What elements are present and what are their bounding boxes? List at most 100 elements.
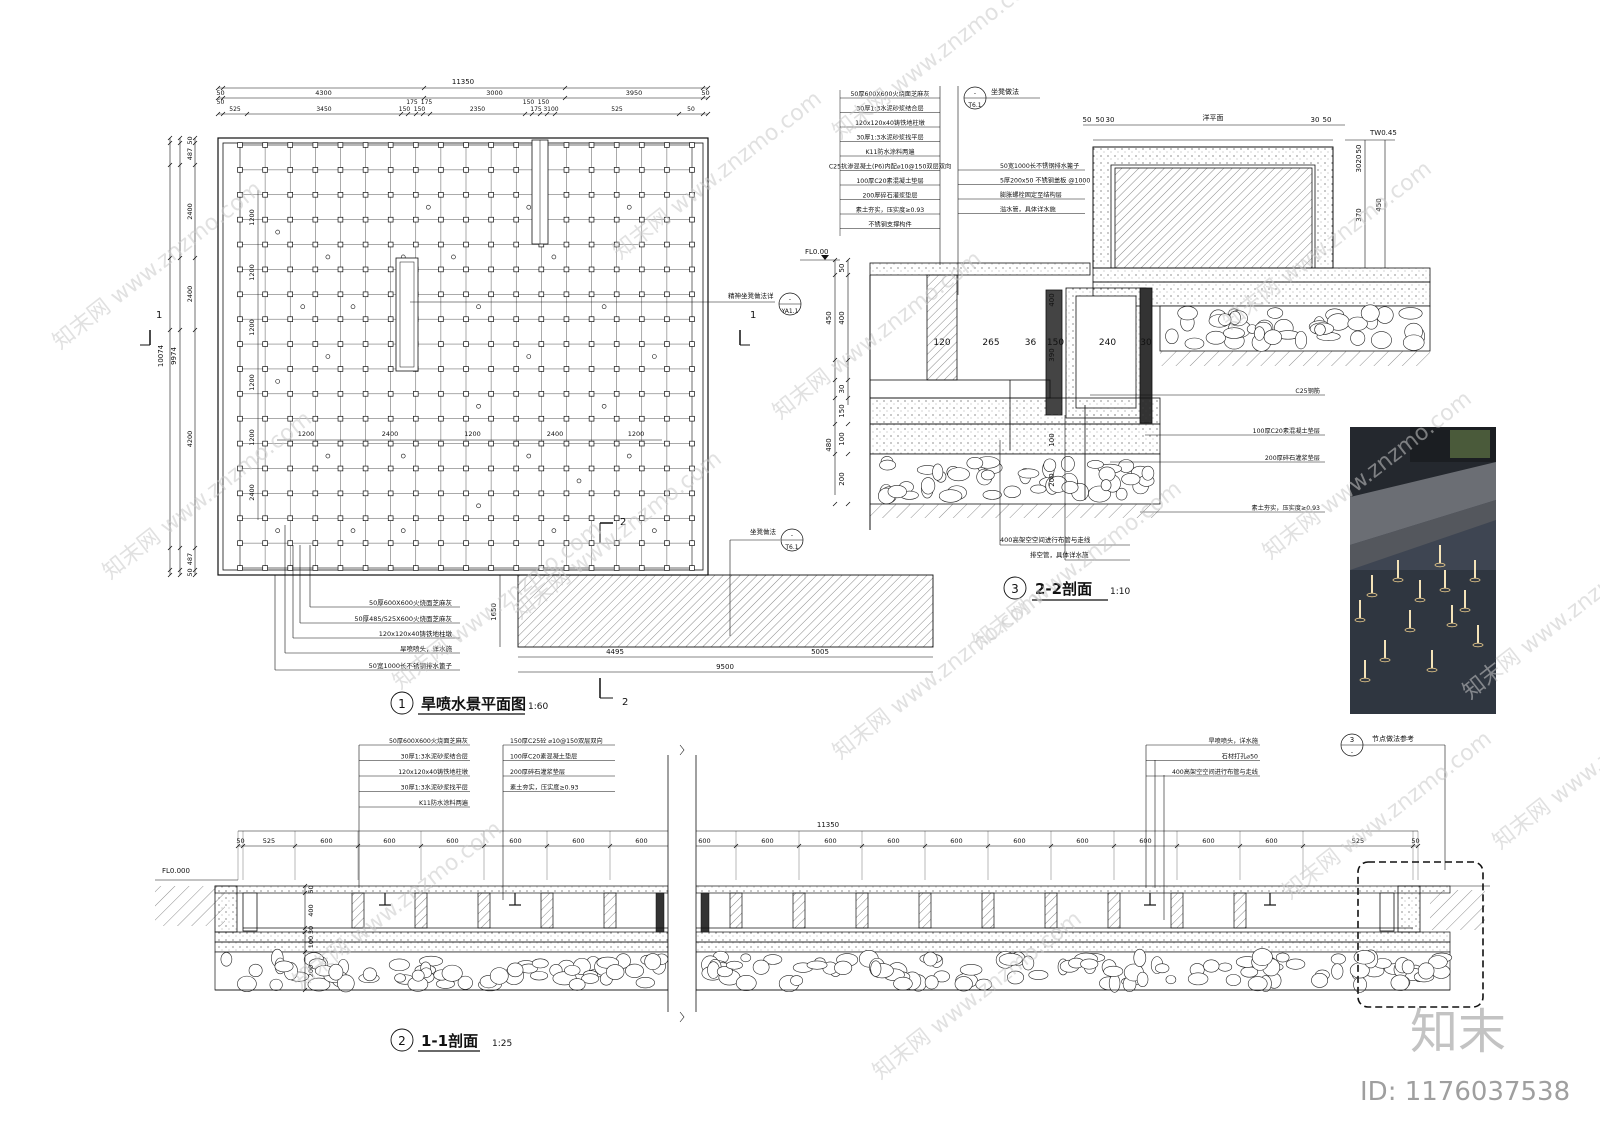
pier-node: [387, 515, 394, 521]
pier-node: [463, 391, 469, 397]
svg-text:-: -: [974, 90, 976, 97]
plan-dim-left: 487: [186, 148, 194, 160]
pier-node: [237, 366, 243, 372]
s22-v-dim: 30: [838, 385, 846, 394]
s11-dim: 600: [761, 837, 773, 845]
pier-node: [237, 515, 243, 521]
pier-node: [463, 266, 469, 273]
jet-nozzle: [652, 528, 657, 533]
pier-node: [463, 540, 469, 546]
pier-node: [337, 316, 344, 322]
s22-dim-top-4: 30: [1311, 116, 1320, 124]
pier-node: [312, 540, 319, 546]
pier-node: [438, 391, 444, 397]
jet-nozzle: [551, 528, 557, 533]
pier-node: [613, 391, 620, 397]
pier-node: [613, 142, 620, 148]
pier-node: [262, 565, 268, 571]
pier-node: [664, 192, 670, 198]
pier-node: [488, 540, 494, 546]
pier-node: [563, 490, 570, 497]
s11-detail-ref-num: 3: [1350, 736, 1354, 744]
pier-node: [438, 415, 444, 422]
pier-node: [613, 241, 620, 248]
pier-node: [563, 291, 570, 298]
pier-node: [362, 515, 369, 521]
pier-node: [488, 440, 494, 447]
pier-node: [387, 440, 394, 447]
pier-node: [639, 465, 645, 472]
pier-node: [413, 440, 419, 447]
s22-title-circle: [1003, 576, 1027, 600]
s11-dim: 600: [1076, 837, 1088, 845]
pier-node: [237, 415, 243, 422]
pier-node: [689, 341, 695, 347]
pier-node: [639, 316, 645, 322]
pier-node: [664, 216, 670, 223]
pier-node: [337, 291, 344, 298]
plan-grid: [239, 144, 693, 569]
plan-legend-1: 50厚600X600火烧面芝麻灰: [369, 598, 453, 607]
bench-dim-1: 4495: [606, 648, 624, 656]
pier-node: [287, 440, 293, 447]
s11-dim: 600: [887, 837, 899, 845]
watermark-tile: 知末网 www.znzmo.com: [1278, 727, 1496, 905]
pier-node: [639, 341, 645, 347]
watermark-id: ID: 1176037538: [1360, 1077, 1570, 1107]
pier-node: [237, 440, 243, 447]
pier-node: [664, 316, 670, 322]
pier-node: [438, 216, 444, 223]
pier-node: [262, 142, 268, 148]
s11-v-dim: 100: [307, 936, 315, 948]
pier-node: [689, 565, 695, 571]
pier-node: [463, 316, 469, 322]
pier-node: [287, 266, 293, 273]
pier-node: [387, 366, 394, 372]
pier-node: [588, 291, 595, 298]
pier-node: [689, 241, 695, 248]
svg-text:-: -: [1351, 749, 1353, 756]
s22-inner-2: 390: [1048, 348, 1056, 361]
pier-node: [287, 490, 293, 497]
pier-node: [513, 465, 519, 472]
s22-top-label: 洋平面: [1203, 113, 1224, 122]
s22-mid-label: 膨胀螺栓固定至结构层: [1000, 191, 1062, 199]
pier-node: [413, 465, 419, 472]
pier-node: [588, 515, 595, 521]
pier: [540, 892, 554, 929]
pier-node: [287, 540, 293, 546]
plan-inner-v-dim: 1200: [248, 374, 256, 391]
pier-node: [538, 366, 545, 372]
pier-node: [563, 167, 570, 173]
pier-node: [639, 490, 645, 497]
s11-v-dim: 200: [307, 965, 315, 977]
pier-node: [362, 266, 369, 273]
pier-node: [563, 366, 570, 372]
pier-node: [664, 490, 670, 497]
s22-v-dim: 480: [825, 438, 833, 451]
pier-node: [362, 540, 369, 546]
plan-dim-row2: 175: [530, 106, 542, 113]
jet-nozzle: [325, 453, 331, 459]
pier-node: [689, 266, 695, 273]
s22-title-scale: 1:10: [1110, 587, 1130, 597]
pier-node: [513, 316, 519, 322]
pier-node: [563, 391, 570, 397]
s11-right-label: 石材打孔⌀50: [1222, 753, 1258, 761]
pier-node: [613, 565, 620, 571]
pier-node: [463, 216, 469, 223]
bench-slot: [395, 257, 419, 372]
pier-node: [337, 341, 344, 347]
pier-node: [538, 415, 545, 422]
pier-node: [237, 291, 243, 298]
pier-node: [588, 142, 595, 148]
pier-node: [664, 515, 670, 521]
pier-node: [287, 415, 293, 422]
s22-title-number: 3: [1011, 582, 1019, 596]
pier-node: [613, 216, 620, 223]
pier-node: [613, 415, 620, 422]
s22-layer-label: 50厚600X600火烧面芝麻灰: [850, 90, 929, 98]
bench-dim-total: 9500: [716, 663, 734, 671]
pier-node: [488, 291, 494, 298]
pier-node: [689, 142, 695, 148]
